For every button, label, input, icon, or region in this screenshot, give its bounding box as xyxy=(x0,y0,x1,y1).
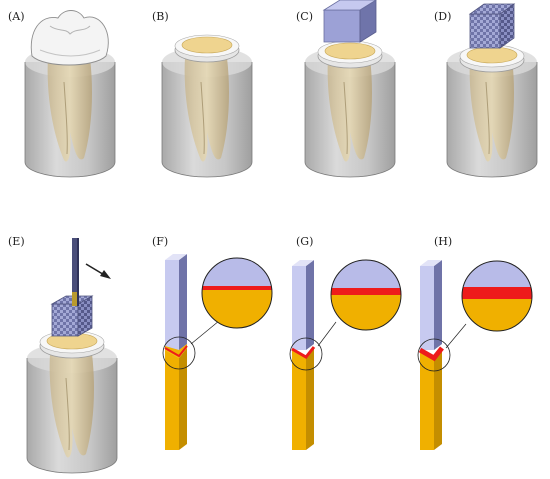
panel-e-stick-extraction xyxy=(26,238,118,474)
panel-g-bar-specimen xyxy=(289,259,402,450)
panel-label-c: (C) xyxy=(296,10,313,23)
magnified-interface-f xyxy=(201,257,273,329)
panel-f-bar-specimen xyxy=(162,254,273,450)
panel-label-b: (B) xyxy=(152,10,169,23)
panel-d-sectioned-block xyxy=(446,3,538,178)
panel-label-a: (A) xyxy=(8,10,25,23)
panel-label-d: (D) xyxy=(434,10,451,23)
panel-label-h: (H) xyxy=(434,235,452,248)
panel-label-f: (F) xyxy=(152,235,168,248)
panel-c-resin-block xyxy=(304,0,396,178)
panel-label-g: (G) xyxy=(296,235,313,248)
panel-h-bar-specimen xyxy=(417,260,533,450)
panel-label-e: (E) xyxy=(8,235,25,248)
magnified-interface-g xyxy=(330,259,402,331)
magnified-interface-h xyxy=(461,260,533,332)
direction-arrow xyxy=(85,263,111,279)
panel-b-exposed-dentin xyxy=(161,34,253,178)
panel-a-intact-tooth xyxy=(24,10,116,178)
